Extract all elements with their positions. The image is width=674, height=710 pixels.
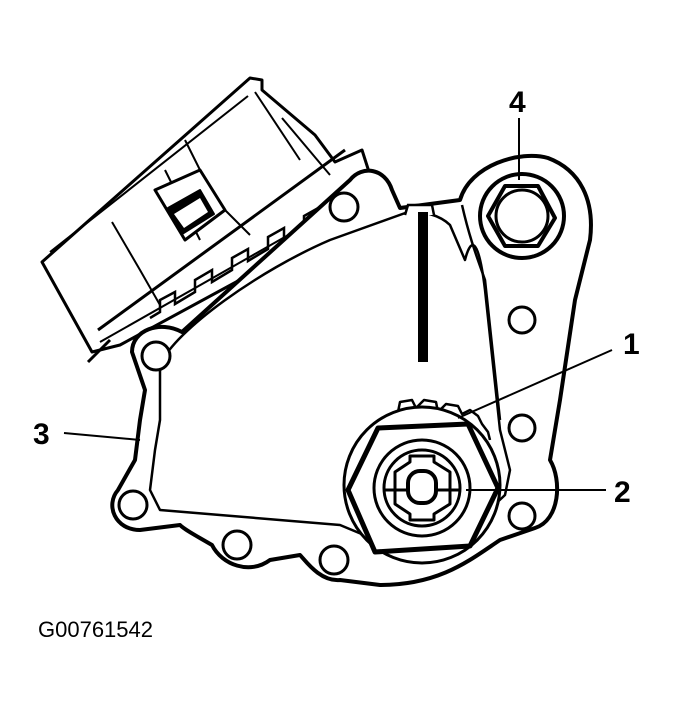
shaft-nut-assembly: [342, 405, 502, 565]
leader-line-3: [63, 432, 141, 441]
mounting-bolt: [478, 172, 566, 260]
bolt-holes: [117, 191, 537, 576]
bolt-hole: [318, 544, 350, 576]
figure-id: G00761542: [38, 617, 153, 642]
callout-label-1: 1: [623, 328, 640, 361]
bolt-hole: [507, 501, 537, 531]
callout-label-2: 2: [614, 476, 631, 509]
callout-label-4: 4: [509, 86, 526, 119]
connector-latch: [153, 168, 227, 242]
bolt-hole: [507, 305, 537, 335]
mounting-arm-edge: [460, 204, 502, 421]
bolt-hole: [328, 191, 360, 223]
leader-line-1: [457, 349, 613, 419]
bolt-hole: [140, 340, 172, 372]
bolt-hole: [507, 413, 537, 443]
alignment-mark: [418, 212, 428, 362]
leader-lines: [63, 118, 613, 491]
callout-label-3: 3: [33, 418, 50, 451]
bolt-hole: [117, 489, 149, 521]
bolt-hole: [221, 529, 253, 561]
